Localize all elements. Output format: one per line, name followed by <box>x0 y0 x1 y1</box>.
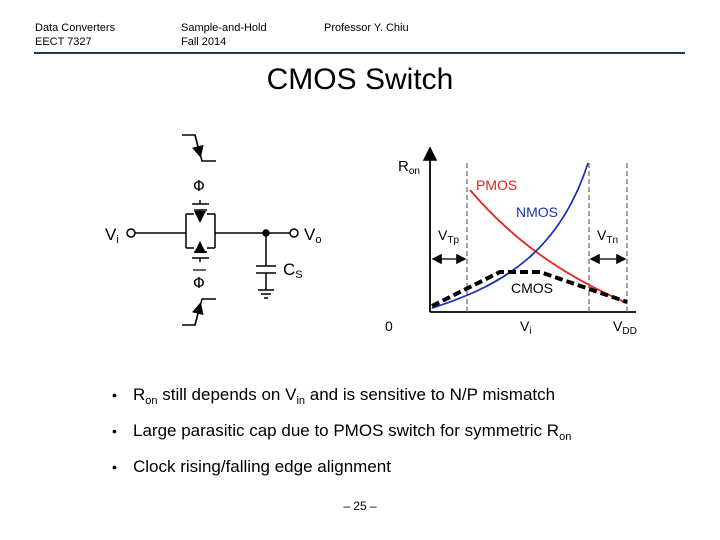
clock-edge-arrow-top <box>191 134 204 158</box>
cmos-curve <box>431 270 628 308</box>
bullet-item: •Clock rising/falling edge alignment <box>112 457 391 476</box>
switch-schematic <box>126 134 299 326</box>
vdd-axis-label: VDD <box>613 318 637 337</box>
cmos-label: CMOS <box>511 280 553 296</box>
bullet-list: •Ron still depends on Vin and is sensiti… <box>112 385 571 493</box>
cap-label: CS <box>283 260 303 281</box>
clock-edge-arrow-bottom <box>191 302 204 326</box>
yaxis-label: Ron <box>398 158 420 177</box>
header-course: Data Converters EECT 7327 <box>35 21 115 49</box>
bullet-marker: • <box>112 459 117 475</box>
bullet-marker: • <box>112 387 117 403</box>
ron-plot <box>422 146 636 313</box>
bullet-marker: • <box>112 423 117 439</box>
course-code: EECT 7327 <box>35 36 92 48</box>
slide-title: CMOS Switch <box>266 63 454 96</box>
output-label: Vo <box>304 225 321 246</box>
header-divider <box>34 52 685 54</box>
term: Fall 2014 <box>181 36 227 48</box>
vtn-label: VTn <box>597 227 618 246</box>
vi-axis-label: Vi <box>520 318 532 337</box>
topic-name: Sample-and-Hold <box>181 22 267 34</box>
output-terminal <box>289 228 299 238</box>
bullet-item: •Large parasitic cap due to PMOS switch … <box>112 421 572 443</box>
pmos-label: PMOS <box>476 177 517 193</box>
bullet-item: •Ron still depends on Vin and is sensiti… <box>112 385 556 407</box>
clock-label-top: Φ <box>193 177 205 195</box>
clock-label-bottom: Φ <box>193 274 205 292</box>
header-topic: Sample-and-Hold Fall 2014 <box>181 21 267 49</box>
input-label: Vi <box>105 225 119 246</box>
vtp-label: VTp <box>438 227 459 246</box>
header-instructor: Professor Y. Chiu <box>324 22 409 34</box>
origin-label: 0 <box>385 318 393 334</box>
nmos-curve <box>431 162 589 309</box>
course-name: Data Converters <box>35 22 116 34</box>
nmos-label: NMOS <box>516 204 558 220</box>
input-terminal <box>126 228 136 238</box>
pmos-curve <box>469 189 628 304</box>
page-number: – 25 – <box>343 499 377 513</box>
